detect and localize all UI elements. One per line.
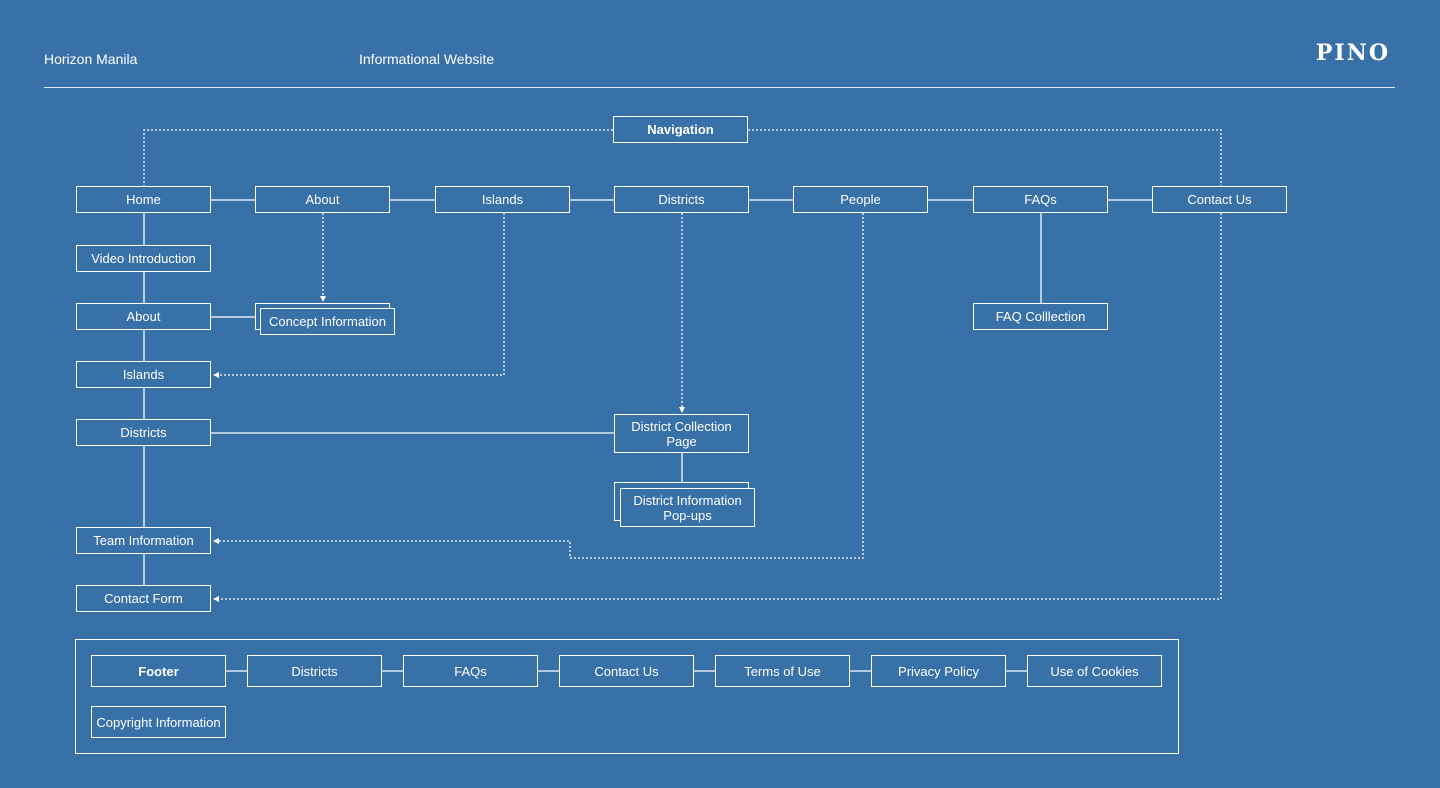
header-divider [44,87,1395,88]
nav-faqs-node: FAQs [973,186,1108,213]
project-name: Horizon Manila [44,51,138,67]
district-collection-node: District Collection Page [614,414,749,453]
project-type: Informational Website [359,51,495,67]
home-contact-form-node: Contact Form [76,585,211,612]
footer-faqs-node: FAQs [403,655,538,687]
home-video-intro-node: Video Introduction [76,245,211,272]
faq-collection-node: FAQ Colllection [973,303,1108,330]
footer-districts-node: Districts [247,655,382,687]
nav-about-node: About [255,186,390,213]
nav-districts-node: Districts [614,186,749,213]
navigation-node: Navigation [613,116,748,143]
nav-people-node: People [793,186,928,213]
footer-node: Footer [91,655,226,687]
home-islands-node: Islands [76,361,211,388]
footer-contact-node: Contact Us [559,655,694,687]
home-districts-node: Districts [76,419,211,446]
footer-cookies-node: Use of Cookies [1027,655,1162,687]
home-about-node: About [76,303,211,330]
home-team-info-node: Team Information [76,527,211,554]
nav-islands-node: Islands [435,186,570,213]
footer-copyright-node: Copyright Information [91,706,226,738]
nav-home-node: Home [76,186,211,213]
concept-info-node: Concept Information [260,308,395,335]
pino-logo: PINO [1315,40,1390,66]
footer-privacy-node: Privacy Policy [871,655,1006,687]
nav-contact-node: Contact Us [1152,186,1287,213]
footer-terms-node: Terms of Use [715,655,850,687]
district-popups-node: District Information Pop-ups [620,488,755,527]
footer-frame [75,639,1179,754]
